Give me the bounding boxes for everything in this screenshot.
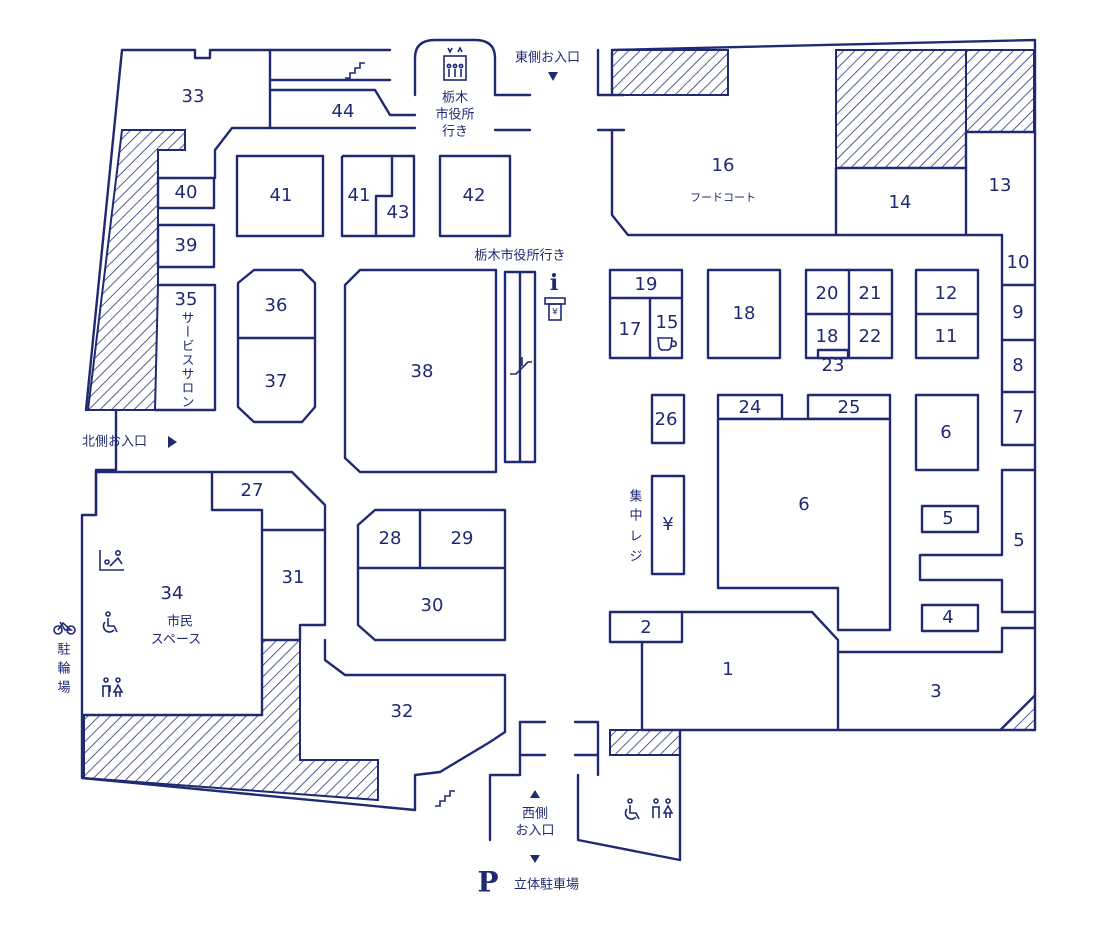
area-13: 13	[989, 175, 1012, 196]
atm-icon: ¥	[544, 297, 566, 321]
area-1: 1	[722, 659, 733, 680]
escalator	[503, 270, 537, 464]
area-31: 31	[282, 567, 305, 588]
area-12: 12	[935, 283, 958, 304]
bicycle-icon	[53, 621, 76, 635]
area-4: 4	[942, 607, 953, 628]
west-entrance-label-2: お入口	[515, 824, 554, 839]
wheelchair-icon	[624, 798, 640, 820]
area-5: 5	[942, 508, 953, 529]
area-18: 18	[816, 326, 839, 347]
area-2: 2	[640, 617, 651, 638]
bike-parking-label-2: 輪	[57, 661, 70, 677]
area-24: 24	[739, 397, 762, 418]
restroom-icon	[102, 677, 124, 697]
checkout-label-1: 集	[629, 489, 642, 505]
parking-label: 立体駐車場	[514, 878, 579, 893]
info-icon: i	[550, 270, 558, 296]
area-34: 34	[161, 583, 184, 604]
stairs-icon	[345, 62, 365, 79]
northwest-stores	[153, 48, 512, 474]
area-9: 9	[1012, 302, 1023, 323]
area-37: 37	[265, 371, 288, 392]
checkout-label-2: 中	[629, 509, 642, 524]
area-28: 28	[379, 528, 402, 549]
area-7: 7	[1012, 407, 1023, 428]
area-42: 42	[463, 185, 486, 206]
area-17: 17	[619, 319, 642, 340]
area-18: 18	[733, 303, 756, 324]
checkout-yen-icon: ¥	[662, 514, 673, 535]
checkout-label-3: レ	[629, 530, 642, 545]
area-33: 33	[182, 86, 205, 107]
area-10: 10	[1007, 252, 1030, 273]
area-20: 20	[816, 283, 839, 304]
area-44: 44	[332, 101, 355, 122]
area-29: 29	[451, 528, 474, 549]
area-40: 40	[175, 182, 198, 203]
civic-space-label-2: スペース	[151, 633, 201, 648]
southwest-stores	[82, 470, 507, 774]
area-38: 38	[411, 361, 434, 382]
area-30: 30	[421, 595, 444, 616]
area-22: 22	[859, 326, 882, 347]
area-39: 39	[175, 235, 198, 256]
elevator-icon	[443, 46, 467, 81]
checkout-label-4: ジ	[629, 550, 642, 565]
area-32: 32	[391, 701, 414, 722]
area-36: 36	[265, 295, 288, 316]
area-27: 27	[241, 480, 264, 501]
area-3: 3	[930, 681, 941, 702]
west-entrance-arrow-up	[530, 790, 540, 798]
north-entrance-arrow	[168, 436, 177, 448]
text-labels: フードコート 市民 スペース サービスサロン 栃木 市役所 行き 栃木市役所行き…	[57, 50, 756, 899]
restroom-icon	[652, 798, 674, 818]
area-15: 15	[656, 312, 679, 333]
nursing-room-icon	[99, 549, 124, 571]
elevator-label-2: 市役所	[435, 107, 474, 123]
cafe-icon	[657, 337, 677, 351]
area-19: 19	[635, 274, 658, 295]
area-5: 5	[1013, 530, 1024, 551]
area-8: 8	[1012, 355, 1023, 376]
area-labels: 33 44 40 39 35 41 41 43 42 36 37 38 27 3…	[161, 86, 1030, 722]
east-entrance-arrow	[548, 72, 558, 81]
north-entrance-label: 北側お入口	[82, 435, 147, 450]
area-11: 11	[935, 326, 958, 347]
elevator-label-3: 行き	[442, 125, 468, 140]
svg-text:i: i	[550, 270, 558, 296]
area-26: 26	[655, 409, 678, 430]
area-25: 25	[838, 397, 861, 418]
food-court-label: フードコート	[690, 191, 756, 204]
area-16: 16	[712, 155, 735, 176]
bike-parking-label-3: 場	[57, 681, 70, 696]
restricted-areas	[83, 49, 1036, 802]
bike-parking-label-1: 駐	[57, 643, 70, 658]
service-salon-label: サービスサロン	[179, 311, 194, 409]
area-41: 41	[270, 185, 293, 206]
west-entrance-label-1: 西側	[522, 807, 548, 822]
area-6: 6	[940, 422, 951, 443]
area-35: 35	[175, 289, 198, 310]
area-41: 41	[348, 185, 371, 206]
escalator-destination-label: 栃木市役所行き	[474, 248, 565, 264]
area-21: 21	[859, 283, 882, 304]
map-icons: i ¥	[53, 46, 677, 820]
area-14: 14	[889, 192, 912, 213]
east-entrance-label: 東側お入口	[515, 50, 580, 66]
civic-space-label-1: 市民	[167, 614, 193, 630]
area-23: 23	[822, 355, 845, 376]
stairs-icon	[435, 790, 455, 807]
area-43: 43	[387, 202, 410, 223]
east-stores	[518, 128, 1037, 777]
svg-text:¥: ¥	[552, 308, 558, 318]
parking-icon: P	[477, 866, 498, 899]
west-entrance-arrow-down	[530, 855, 540, 863]
escalator-icon	[510, 357, 532, 375]
elevator-label-1: 栃木	[442, 91, 468, 106]
wheelchair-icon	[102, 611, 118, 633]
area-6: 6	[798, 494, 809, 515]
